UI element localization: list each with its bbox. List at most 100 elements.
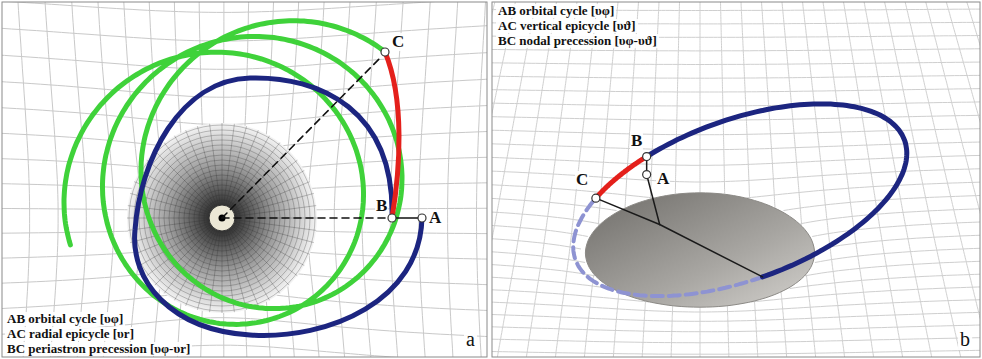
polar-spoke — [210, 231, 221, 312]
radius-line — [596, 198, 660, 224]
grid-line — [611, 292, 619, 357]
legend-text: AB orbital cycle [υφ] — [496, 4, 616, 18]
grid-line — [492, 177, 654, 198]
point-label: B — [375, 197, 388, 215]
orbital-cycle — [647, 104, 907, 277]
point-marker — [388, 214, 396, 222]
grid-line — [30, 2, 58, 357]
grid-line — [492, 307, 980, 321]
legend-text: AC vertical epicycle [υϑ] — [496, 19, 638, 33]
polar-spoke — [197, 126, 218, 205]
grid-line — [492, 229, 581, 249]
legend-text: AB orbital cycle [υφ] — [5, 312, 125, 326]
dashed-radius — [222, 217, 388, 219]
precession-arc — [596, 157, 647, 199]
polar-spoke — [155, 227, 213, 285]
grid-line — [651, 2, 660, 198]
legend-text: AC radial epicycle [υr] — [5, 327, 136, 341]
point-label: C — [391, 33, 405, 51]
grid-line — [581, 275, 594, 357]
grid-line — [904, 2, 980, 357]
grid-line — [2, 2, 487, 12]
point-marker — [592, 194, 600, 202]
point-marker — [643, 153, 651, 161]
orbits — [573, 104, 907, 296]
polar-spoke — [230, 143, 280, 208]
polar-spoke — [233, 225, 304, 266]
radius-line — [660, 225, 763, 277]
hidden-orbit-part — [573, 198, 762, 296]
orbital-cycle — [135, 78, 422, 335]
polar-spoke — [231, 227, 289, 285]
polar-spoke — [155, 151, 213, 209]
grid-line — [641, 301, 646, 357]
grid-line — [492, 86, 980, 92]
grid-line — [800, 203, 980, 224]
point-marker — [381, 48, 389, 56]
point-marker — [418, 214, 426, 222]
panel-b — [492, 2, 980, 357]
polar-spoke — [164, 143, 214, 208]
grid-line — [805, 255, 980, 276]
spacetime-grid — [2, 2, 487, 357]
polar-spoke — [227, 130, 258, 206]
grid-line — [802, 2, 849, 357]
polar-spoke — [127, 218, 209, 219]
panel-border — [2, 2, 487, 357]
point-label: B — [630, 132, 643, 150]
polar-spoke — [128, 220, 209, 231]
grid-line — [700, 2, 701, 192]
epicycle-trajectory — [64, 21, 402, 325]
polar-spoke — [232, 160, 297, 210]
grid-line — [884, 2, 968, 357]
grid-line — [492, 242, 585, 262]
grid-line — [790, 268, 980, 288]
point-label: A — [656, 170, 670, 188]
grid-line — [419, 2, 447, 357]
grid-line — [492, 2, 496, 357]
polar-spoke — [235, 206, 316, 217]
polar-spoke — [224, 124, 235, 205]
grid-line — [812, 216, 980, 236]
polar-spoke — [234, 223, 310, 254]
grid-line — [492, 2, 517, 357]
panel-letter: b — [958, 328, 972, 350]
grid-line — [741, 2, 750, 198]
polar-spoke — [235, 193, 314, 214]
point-marker — [643, 171, 651, 179]
panel-a — [2, 2, 487, 357]
polar-spoke — [230, 228, 280, 293]
grid-line — [85, 2, 114, 357]
legend-text: BC periastron precession [υφ-υr] — [5, 342, 192, 356]
polar-spoke — [229, 136, 270, 207]
grid-line — [492, 99, 980, 106]
grid-line — [492, 320, 980, 332]
grid-line — [945, 2, 980, 357]
grid-line — [815, 242, 980, 262]
legend-text: BC nodal precession [υφ-υϑ] — [496, 34, 659, 48]
precession-arc — [385, 52, 399, 218]
grid-line — [755, 301, 760, 357]
polar-spoke — [130, 221, 209, 242]
grid-line — [700, 308, 701, 358]
grid-line — [782, 2, 802, 225]
grid-line — [477, 2, 488, 357]
grid-line — [492, 125, 980, 135]
polar-spoke — [140, 171, 211, 212]
dashed-radius — [222, 56, 382, 218]
grid-line — [2, 96, 487, 125]
grid-line — [806, 275, 819, 357]
grid-line — [746, 177, 980, 198]
polar-spoke — [147, 160, 212, 210]
polar-spoke — [235, 220, 316, 231]
grid-line — [781, 292, 789, 357]
grid-line — [761, 2, 775, 208]
panel-border — [492, 2, 980, 357]
polar-spoke — [222, 123, 223, 205]
spacetime-grid — [492, 2, 980, 357]
point-label: A — [428, 209, 442, 227]
grid-line — [448, 2, 475, 357]
